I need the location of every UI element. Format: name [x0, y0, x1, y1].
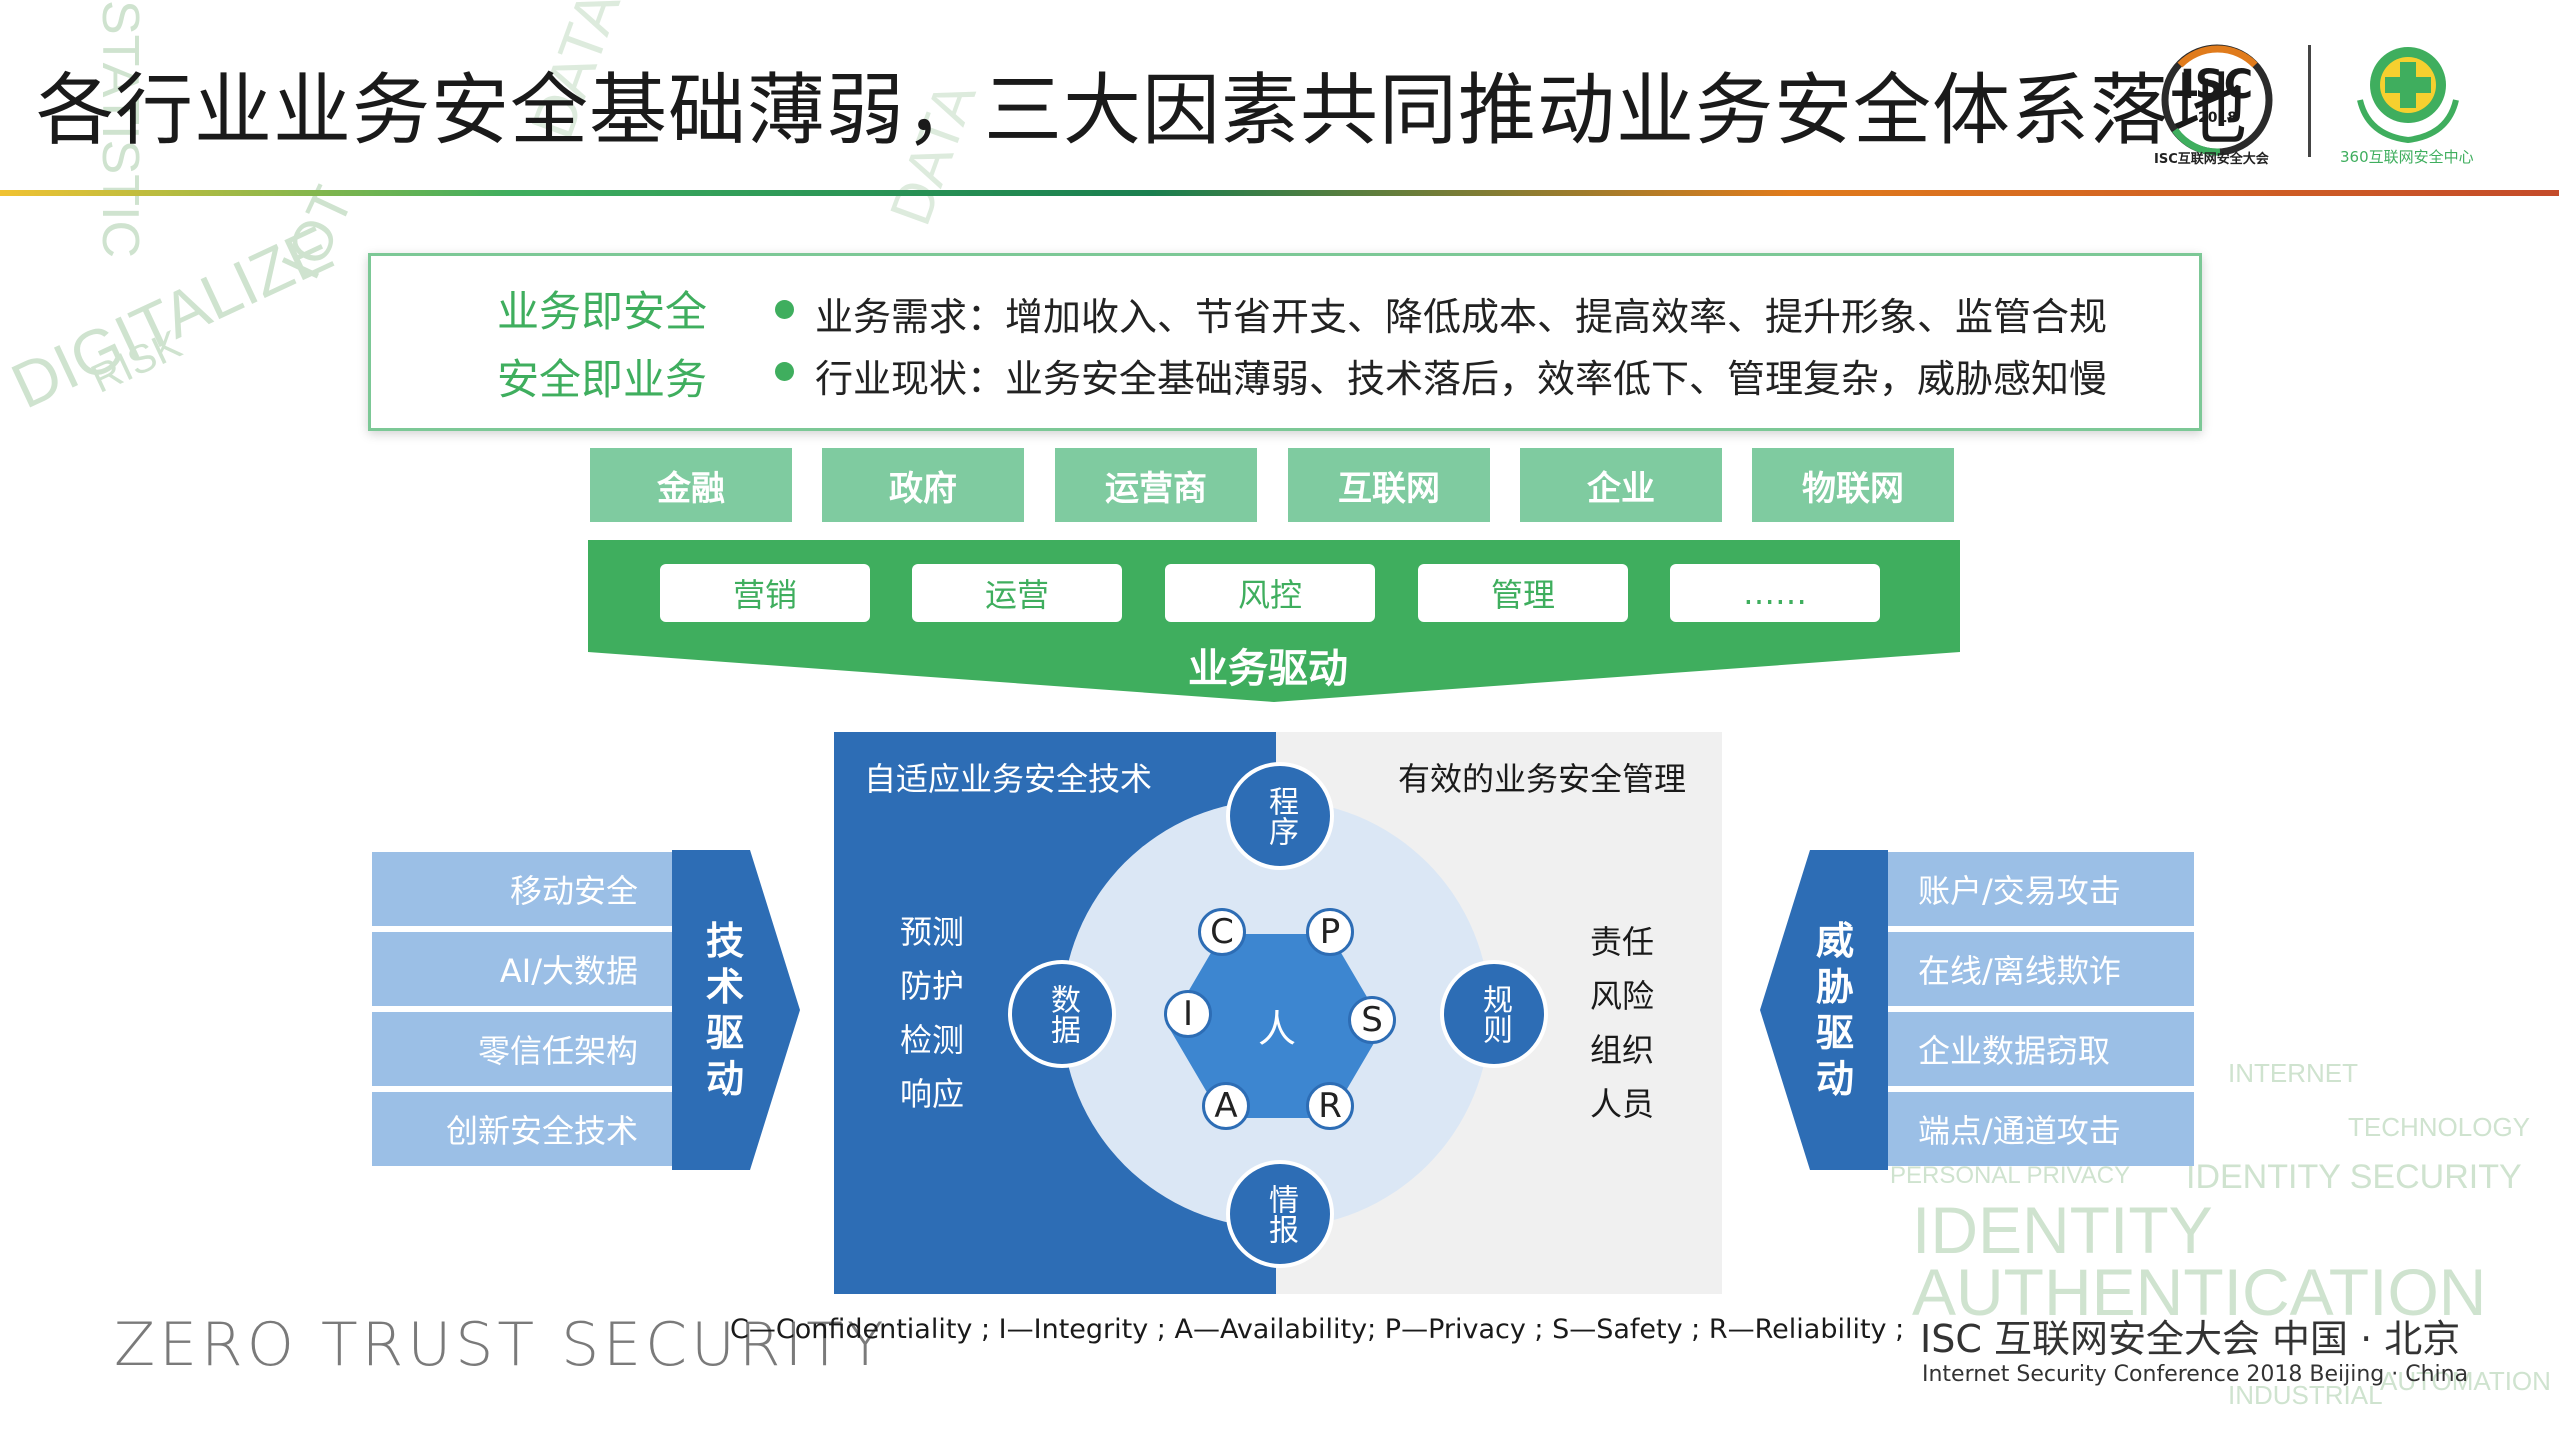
letter-privacy: P [1306, 908, 1354, 956]
watermark-automation: AUTOMATION [2380, 1366, 2551, 1396]
watermark-authentication: AUTHENTICATION [1912, 1255, 2487, 1329]
watermark-internet: INTERNET [2228, 1058, 2358, 1088]
letter-confidentiality: C [1198, 908, 1246, 956]
tech-item-mobile-security: 移动安全 [372, 852, 672, 926]
threat-item-fraud: 在线/离线欺诈 [1888, 932, 2194, 1006]
industry-enterprise: 企业 [1520, 448, 1722, 522]
bullet-dot-1 [775, 300, 794, 319]
threat-item-data-theft: 企业数据窃取 [1888, 1012, 2194, 1086]
right-list-responsibility: 责任 [1590, 923, 1655, 961]
header-divider [0, 190, 2559, 196]
biz-risk-control: 风控 [1165, 564, 1375, 622]
node-data: 数据 [1008, 960, 1116, 1068]
biz-management: 管理 [1418, 564, 1628, 622]
cia-legend: C—Confidentiality ; I—Integrity ; A—Avai… [730, 1314, 1905, 1345]
bullet-text-2: 行业现状：业务安全基础薄弱、技术落后，效率低下、管理复杂，威胁感知慢 [815, 357, 2108, 401]
tech-item-label: 创新安全技术 [445, 1112, 638, 1150]
left-list-respond: 响应 [900, 1075, 965, 1113]
tech-item-innovation: 创新安全技术 [372, 1092, 672, 1166]
watermark-identity-security: IDENTITY SECURITY [2186, 1158, 2522, 1196]
biz-more: …… [1670, 564, 1880, 622]
industry-finance: 金融 [590, 448, 792, 522]
tech-item-label: 零信任架构 [477, 1032, 638, 1070]
letter-integrity: I [1164, 990, 1212, 1038]
360-logo-icon [2357, 47, 2459, 144]
industry-government: 政府 [822, 448, 1024, 522]
threat-item-label: 在线/离线欺诈 [1918, 952, 2121, 990]
right-list-risk: 风险 [1590, 977, 1655, 1015]
logo-divider [2308, 45, 2311, 157]
tech-item-label: AI/大数据 [499, 952, 638, 990]
left-list-detect: 检测 [900, 1021, 965, 1059]
tech-item-zero-trust: 零信任架构 [372, 1012, 672, 1086]
isc-caption: ISC互联网安全大会 [2154, 152, 2269, 167]
slogan-2: 安全即业务 [497, 355, 708, 404]
tech-item-ai-bigdata: AI/大数据 [372, 932, 672, 1006]
threat-drive-label: 威胁驱动 [1815, 919, 1854, 1101]
threat-drive-arrow [1760, 850, 1888, 1170]
right-list-personnel: 人员 [1590, 1085, 1655, 1123]
threat-item-label: 端点/通道攻击 [1918, 1112, 2121, 1150]
letter-reliability: R [1306, 1082, 1354, 1130]
threat-item-account-attack: 账户/交易攻击 [1888, 852, 2194, 926]
isc-footer-sub: Internet Security Conference 2018 Beijin… [1922, 1362, 2469, 1387]
letter-availability: A [1202, 1082, 1250, 1130]
watermark-technology: TECHNOLOGY [2348, 1112, 2531, 1142]
isc-logo-year: 2018 [2198, 110, 2237, 126]
business-drive-label: 业务驱动 [1188, 646, 1348, 692]
slogan-1: 业务即安全 [497, 287, 708, 336]
threat-item-label: 企业数据窃取 [1918, 1032, 2111, 1070]
threat-item-label: 账户/交易攻击 [1918, 872, 2121, 910]
watermark-personal-privacy: PERSONAL PRIVACY [1890, 1162, 2131, 1189]
tech-drive-label: 技术驱动 [705, 919, 744, 1101]
center-right-title: 有效的业务安全管理 [1398, 760, 1687, 798]
industry-iot: 物联网 [1752, 448, 1954, 522]
isc-logo-ring [2161, 44, 2273, 156]
tech-drive-arrow [672, 850, 800, 1170]
watermark-identity: IDENTITY [1912, 1193, 2213, 1267]
right-list-organization: 组织 [1590, 1031, 1655, 1069]
isc-footer-main: ISC 互联网安全大会 中国 · 北京 [1920, 1317, 2461, 1361]
threat-item-endpoint-attack: 端点/通道攻击 [1888, 1092, 2194, 1166]
message-box: 业务即安全 安全即业务 业务需求：增加收入、节省开支、降低成本、提高效率、提升形… [368, 253, 2202, 431]
bullet-dot-2 [775, 362, 794, 381]
zero-trust-text: ZERO TRUST SECURITY [114, 1310, 888, 1380]
center-right-list: 责任 风险 组织 人员 [1590, 915, 1654, 1131]
bullet-text-1: 业务需求：增加收入、节省开支、降低成本、提高效率、提升形象、监管合规 [815, 295, 2108, 339]
isc-logo: ISC 2018 [2160, 40, 2280, 160]
left-list-protect: 防护 [900, 967, 965, 1005]
center-left-title: 自适应业务安全技术 [864, 760, 1153, 798]
360-logo [2348, 40, 2468, 150]
tech-item-label: 移动安全 [509, 872, 638, 910]
hub-person: 人 [1258, 1007, 1297, 1051]
letter-safety: S [1348, 996, 1396, 1044]
biz-marketing: 营销 [660, 564, 870, 622]
watermark-digitalize: DIGITALIZE [0, 211, 343, 423]
watermark-industrial: INDUSTRIAL [2228, 1380, 2383, 1410]
node-procedure: 程序 [1226, 762, 1334, 870]
isc-logo-text: ISC [2180, 62, 2254, 108]
center-diagram [1062, 800, 1490, 1228]
center-left-list: 预测 防护 检测 响应 [900, 905, 964, 1121]
360-caption: 360互联网安全中心 [2340, 148, 2474, 166]
left-list-predict: 预测 [900, 913, 965, 951]
node-intel: 情报 [1226, 1160, 1334, 1268]
node-rules: 规则 [1440, 960, 1548, 1068]
page-title: 各行业业务安全基础薄弱，三大因素共同推动业务安全体系落地 [36, 66, 2249, 156]
biz-operation: 运营 [912, 564, 1122, 622]
industry-operator: 运营商 [1055, 448, 1257, 522]
industry-internet: 互联网 [1288, 448, 1490, 522]
